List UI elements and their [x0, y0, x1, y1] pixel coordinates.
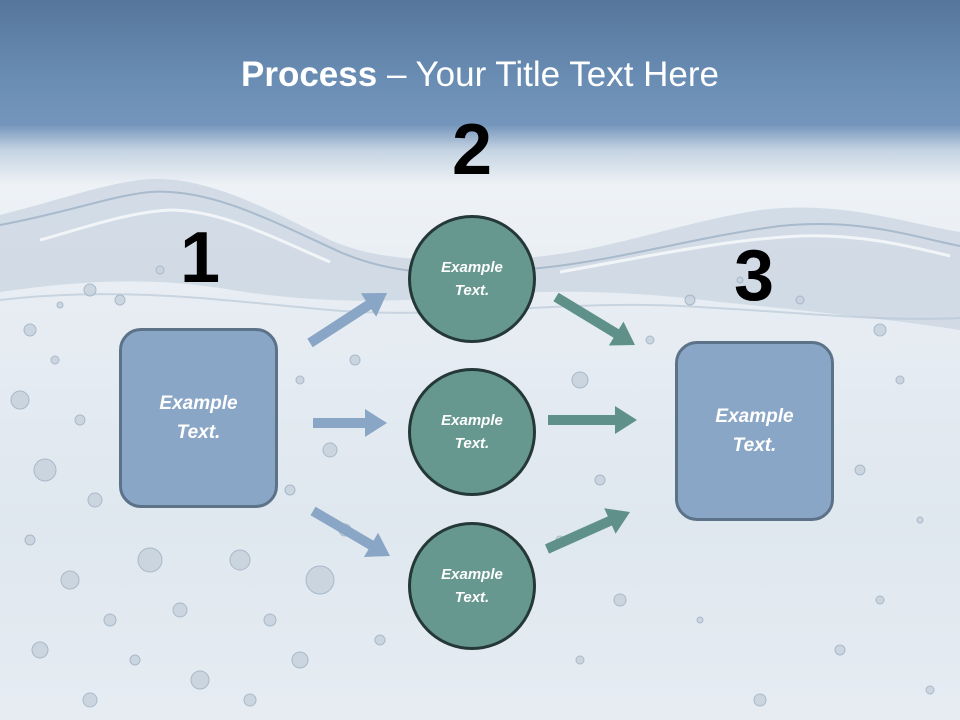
arrow-middle-to-step3	[548, 406, 637, 434]
title-bold: Process	[241, 55, 378, 94]
step-number-1: 1	[179, 218, 221, 298]
arrow-step1-to-bottom	[310, 506, 390, 557]
step-number-3: 3	[733, 236, 775, 316]
arrow-step1-to-top	[307, 293, 387, 348]
arrow-step1-to-middle	[313, 409, 387, 437]
title-rest: – Your Title Text Here	[377, 55, 719, 94]
step-2-circle-top: Example Text.	[408, 215, 536, 343]
arrow-top-to-step3	[553, 292, 635, 346]
arrow-bottom-to-step3	[545, 508, 630, 554]
slide-title: Process – Your Title Text Here	[0, 52, 960, 98]
step-2-circle-middle: Example Text.	[408, 368, 536, 496]
step-number-2: 2	[451, 110, 493, 190]
step-2-circle-bottom: Example Text.	[408, 522, 536, 650]
step-3-box: Example Text.	[675, 341, 834, 521]
step-1-box: Example Text.	[119, 328, 278, 508]
